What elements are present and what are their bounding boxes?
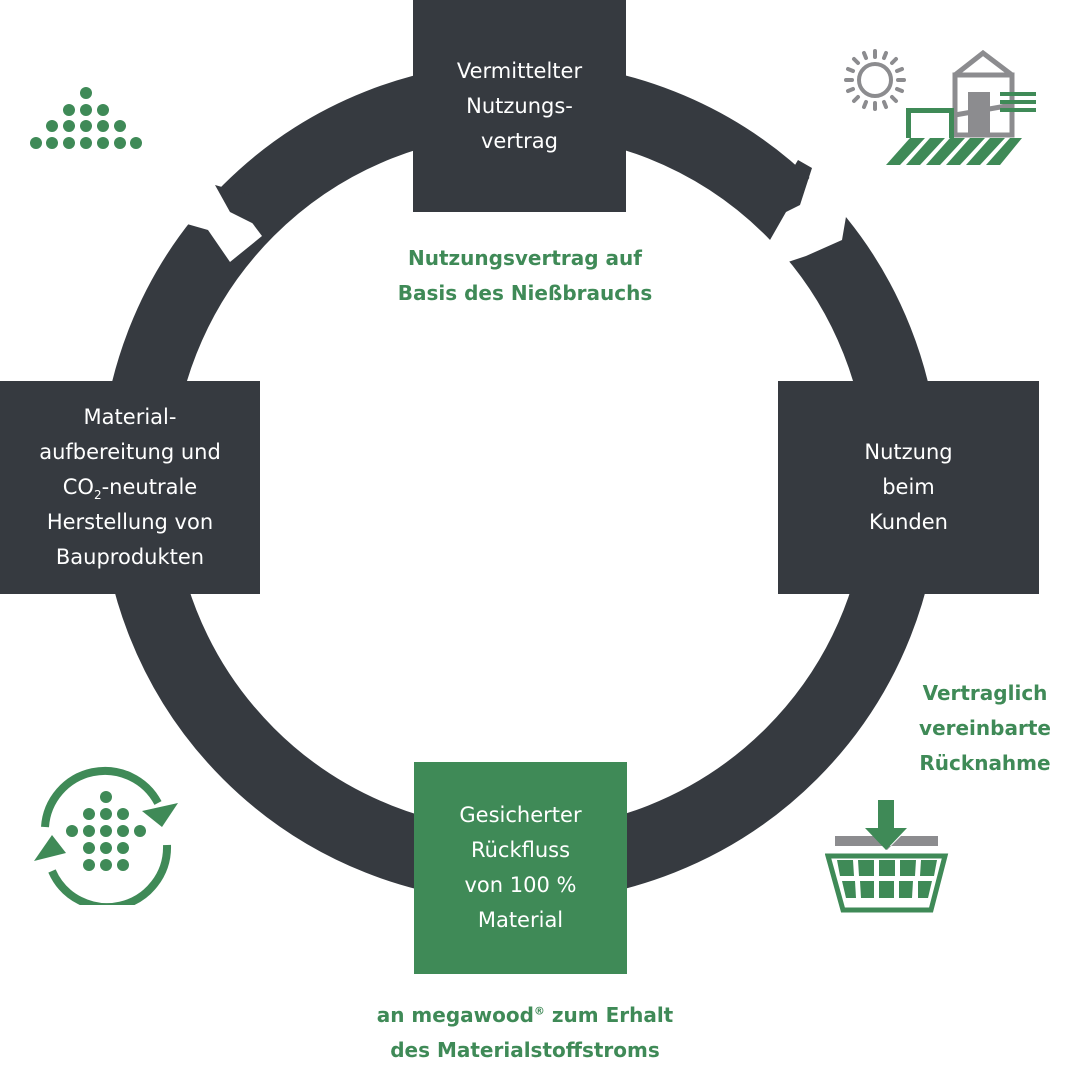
co2-subscript: 2: [93, 488, 102, 503]
label-material-flow: an megawood® zum Erhalt des Materialstof…: [330, 998, 720, 1068]
house-sun-field-icon: [844, 49, 1036, 165]
step-text: Material-: [83, 405, 177, 429]
step-box-usage: Nutzung beim Kunden: [778, 381, 1039, 594]
step-text: vertrag: [480, 128, 559, 153]
basket-download-icon: [825, 800, 949, 913]
neutral-text: -neutrale: [101, 475, 198, 499]
field-icon: [886, 108, 1022, 165]
step-text: Material: [477, 908, 564, 932]
label-line: Vertraglich: [922, 681, 1048, 705]
label-line: Rücknahme: [919, 751, 1051, 775]
label-take-back: Vertraglich vereinbarte Rücknahme: [900, 676, 1065, 781]
step-text: von 100 %: [464, 873, 577, 897]
step-text: Kunden: [869, 510, 948, 534]
house-icon: [952, 49, 1036, 138]
label-line: des Materialstoffstroms: [390, 1038, 660, 1062]
step-text: aufbereitung und: [39, 440, 221, 464]
step-text: Herstellung von: [46, 510, 214, 534]
step-text: Rückfluss: [470, 838, 571, 862]
registered-mark: ®: [533, 1004, 545, 1018]
label-line: vereinbarte: [919, 716, 1051, 740]
label-line: an megawood® zum Erhalt: [330, 998, 720, 1033]
sun-icon: [844, 49, 906, 111]
label-text: zum Erhalt: [544, 1003, 674, 1027]
step-text: Bauprodukten: [55, 545, 205, 569]
dot-pyramid-icon: [30, 87, 142, 149]
step-box-return: Gesicherter Rückfluss von 100 % Material: [414, 762, 627, 974]
label-line: Basis des Nießbrauchs: [397, 281, 653, 305]
step-text: Gesicherter: [459, 803, 582, 827]
ring-arrow-notch-right: [770, 160, 856, 268]
step-text: CO2-neutrale: [39, 470, 221, 505]
step-text: Vermittelter: [456, 58, 583, 83]
co2-text: CO: [62, 475, 94, 499]
step-text: Nutzung: [864, 440, 953, 464]
step-box-contract: Vermittelter Nutzungs- vertrag: [413, 0, 626, 212]
label-line: Nutzungsvertrag auf: [408, 246, 642, 270]
label-usage-contract: Nutzungsvertrag auf Basis des Nießbrauch…: [360, 241, 690, 311]
step-text: beim: [882, 475, 935, 499]
brand-text: an megawood: [376, 1003, 534, 1027]
step-box-production: Material- aufbereitung und CO2-neutrale …: [0, 381, 260, 594]
recycle-dots-icon: [34, 766, 178, 905]
step-text: Nutzungs-: [466, 93, 573, 118]
ring-arrow-notch-left: [152, 178, 268, 262]
